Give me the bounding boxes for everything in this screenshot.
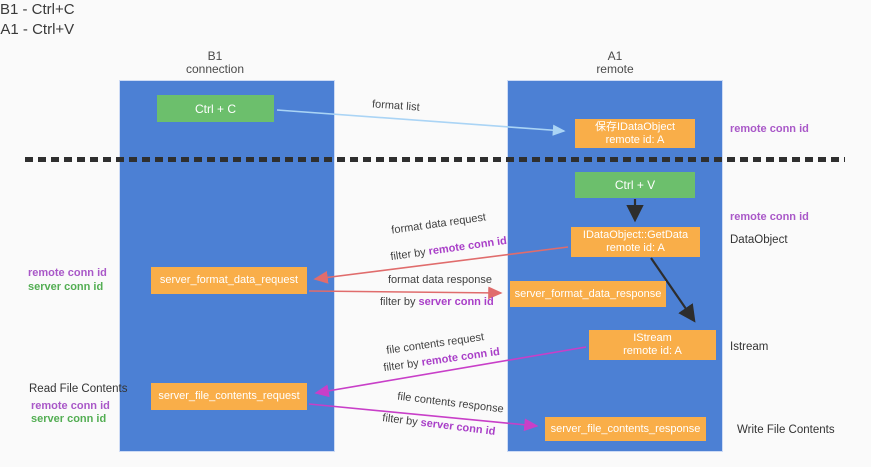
title-line-2: A1 - Ctrl+V	[0, 21, 75, 38]
istream-line2: remote id: A	[623, 345, 682, 357]
right-column-header: A1 remote	[507, 50, 723, 76]
left-remote-conn-id-annotation-2: remote conn id	[31, 400, 110, 412]
server-file-contents-request-label: server_file_contents_request	[158, 390, 300, 402]
format-data-response-label: format data response	[388, 274, 492, 286]
ctrl-v-node: Ctrl + V	[575, 172, 695, 198]
ctrl-v-label: Ctrl + V	[614, 178, 656, 192]
read-file-contents-annotation: Read File Contents	[29, 383, 128, 395]
istream-line1: IStream	[633, 332, 672, 344]
save-dataobject-node: 保存IDataObject remote id: A	[575, 119, 695, 148]
right-column-name: A1	[607, 49, 623, 63]
save-dataobject-line1: 保存IDataObject	[594, 120, 676, 133]
server-file-contents-request-node: server_file_contents_request	[151, 383, 307, 410]
filter-by-prefix: filter by	[381, 412, 422, 429]
remote-conn-id-annotation-top: remote conn id	[730, 123, 809, 135]
remote-conn-id-annotation-mid: remote conn id	[730, 211, 809, 223]
server-format-data-response-node: server_format_data_response	[510, 281, 666, 307]
left-column-name: B1	[207, 49, 223, 63]
getdata-line2: remote id: A	[606, 242, 665, 254]
left-column-subtitle: connection	[185, 62, 245, 76]
save-dataobject-line2: remote id: A	[605, 133, 665, 146]
filter-by-prefix: filter by	[380, 296, 419, 308]
filter-by-server-conn-id-label-2: filter by server conn id	[382, 412, 496, 438]
right-column-subtitle: remote	[596, 62, 634, 76]
format-data-request-label: format data request	[390, 211, 487, 237]
title-line-1: B1 - Ctrl+C	[0, 1, 75, 18]
getdata-node: IDataObject::GetData remote id: A	[571, 227, 700, 257]
diagram-title: B1 - Ctrl+C A1 - Ctrl+V	[0, 0, 75, 40]
left-server-conn-id-annotation-1: server conn id	[28, 281, 104, 293]
file-contents-response-label: file contents response	[396, 390, 505, 416]
dataobject-annotation: DataObject	[730, 234, 788, 246]
left-server-conn-id-annotation-2: server conn id	[31, 413, 107, 425]
getdata-line1: IDataObject::GetData	[582, 229, 689, 241]
server-file-contents-response-label: server_file_contents_response	[550, 422, 701, 435]
server-conn-id-highlight: server conn id	[418, 296, 494, 308]
write-file-contents-annotation: Write File Contents	[737, 424, 835, 436]
server-file-contents-response-node: server_file_contents_response	[545, 417, 706, 441]
filter-by-prefix: filter by	[382, 356, 423, 375]
istream-annotation: Istream	[730, 341, 769, 353]
ctrl-c-node: Ctrl + C	[157, 95, 274, 122]
server-format-data-request-node: server_format_data_request	[151, 267, 307, 294]
remote-conn-id-highlight: remote conn id	[427, 234, 508, 258]
filter-by-prefix: filter by	[389, 245, 430, 264]
left-remote-conn-id-annotation-1: remote conn id	[28, 267, 107, 279]
istream-node: IStream remote id: A	[589, 330, 716, 360]
server-conn-id-highlight: server conn id	[419, 416, 497, 438]
format-data-response-arrow	[308, 286, 503, 300]
server-format-data-request-label: server_format_data_request	[159, 274, 299, 286]
filter-by-server-conn-id-label-1: filter by server conn id	[380, 296, 494, 308]
format-list-label: format list	[371, 98, 421, 114]
server-format-data-response-label: server_format_data_response	[514, 287, 662, 300]
ctrl-c-label: Ctrl + C	[194, 101, 236, 116]
dashed-divider-line	[25, 157, 845, 162]
left-column-header: B1 connection	[107, 50, 323, 76]
filter-by-remote-conn-id-label-1: filter by remote conn id	[390, 235, 508, 263]
